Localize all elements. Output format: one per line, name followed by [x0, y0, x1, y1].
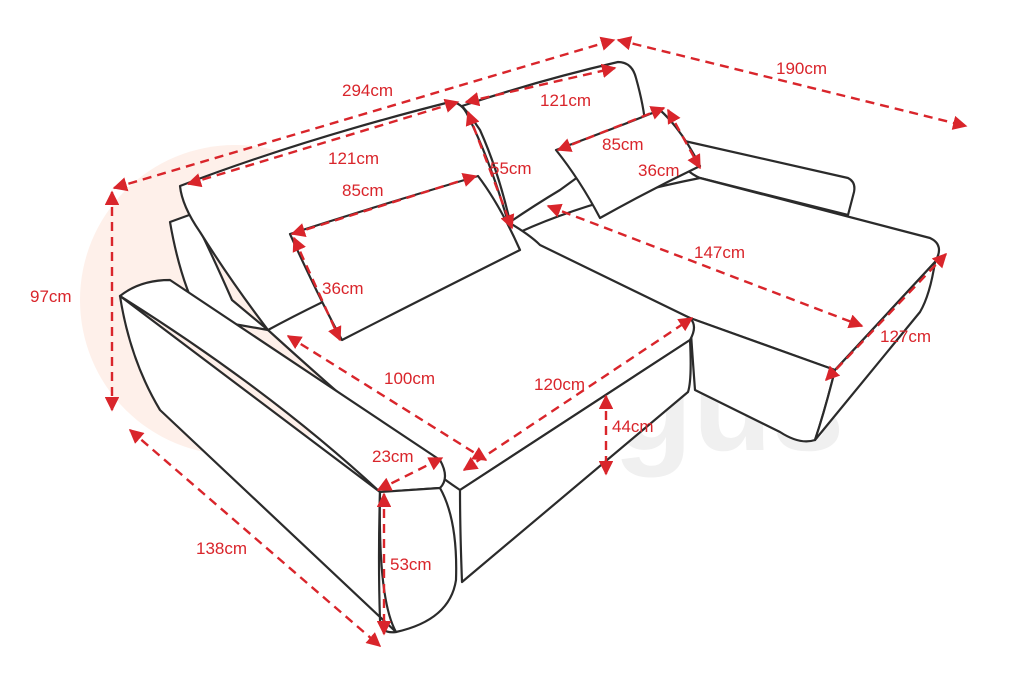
label-seat-height: 44cm: [612, 417, 654, 436]
label-height: 97cm: [30, 287, 72, 306]
label-chaise-length: 147cm: [694, 243, 745, 262]
dimension-lines: [104, 36, 968, 647]
dim-line-pillow-right-height: [666, 108, 702, 170]
dim-line-armrest-width: [376, 456, 444, 492]
label-seat-width: 120cm: [534, 375, 585, 394]
label-seat-depth: 100cm: [384, 369, 435, 388]
dim-line-back-cushion-right: [464, 63, 617, 107]
dim-line-seat-depth: [286, 334, 488, 462]
label-back-cushion-right: 121cm: [540, 91, 591, 110]
dimension-labels: 294cm 190cm 97cm 121cm 121cm 85cm 36cm 8…: [30, 59, 931, 574]
label-armrest-width: 23cm: [372, 447, 414, 466]
dim-line-pillow-left-width: [290, 173, 478, 237]
dim-line-chaise-length: [546, 203, 864, 329]
dim-line-pillow-left-height: [292, 236, 342, 342]
label-armrest-depth: 138cm: [196, 539, 247, 558]
label-pillow-left-height: 36cm: [322, 279, 364, 298]
label-total-width: 294cm: [342, 81, 393, 100]
dim-line-back-height: [465, 110, 515, 230]
label-chaise-width: 127cm: [880, 327, 931, 346]
label-back-height: 55cm: [490, 159, 532, 178]
label-pillow-left-width: 85cm: [342, 181, 384, 200]
label-depth-chaise: 190cm: [776, 59, 827, 78]
label-pillow-right-height: 36cm: [638, 161, 680, 180]
label-armrest-height: 53cm: [390, 555, 432, 574]
dim-line-back-cushion-left: [186, 98, 460, 188]
label-pillow-right-width: 85cm: [602, 135, 644, 154]
dim-line-armrest-depth: [128, 429, 382, 647]
dim-line-pillow-right-width: [556, 106, 666, 152]
label-back-cushion-left: 121cm: [328, 149, 379, 168]
dim-line-seat-width: [462, 317, 694, 471]
